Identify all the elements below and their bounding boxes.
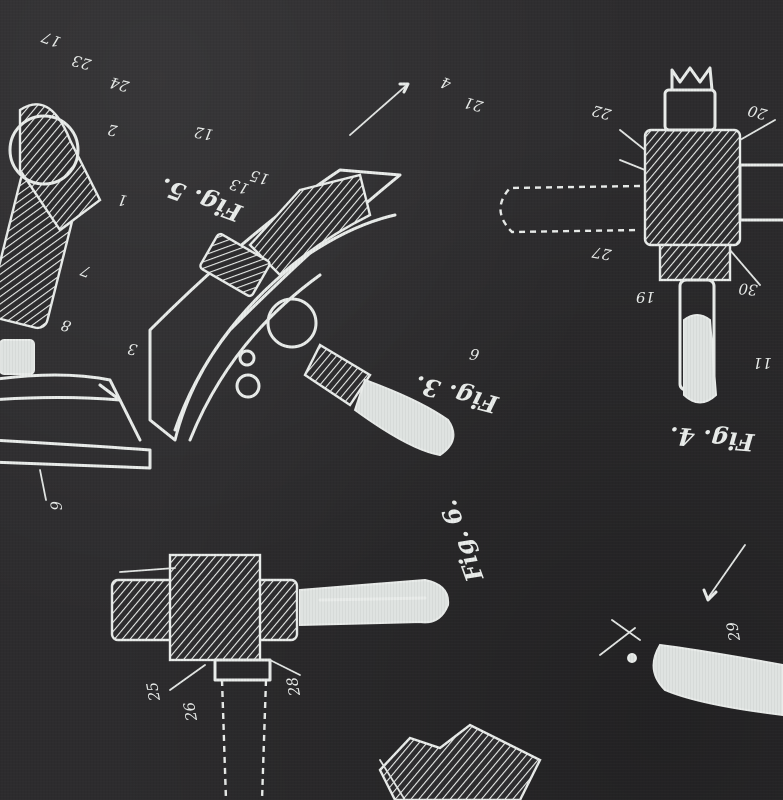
part-number: 24 xyxy=(108,73,132,96)
telescope-drawing-top-right xyxy=(499,66,783,404)
part-number: 30 xyxy=(737,279,758,299)
sextant-drawing-left xyxy=(0,103,152,501)
part-number: 1 xyxy=(116,190,129,209)
part-number: 27 xyxy=(590,243,613,264)
part-number: 11 xyxy=(753,354,772,372)
part-number: 26 xyxy=(180,700,201,723)
part-number: 2 xyxy=(106,120,120,140)
part-number: 23 xyxy=(70,51,94,74)
part-number: 12 xyxy=(193,123,215,144)
figure-label: Fig. 4. xyxy=(668,421,756,457)
part-number: 9 xyxy=(47,500,66,512)
part-number: 8 xyxy=(59,316,73,336)
part-number: 29 xyxy=(723,620,744,643)
part-number: 22 xyxy=(590,101,614,124)
sextant-arc-center xyxy=(148,82,455,457)
part-number: 4 xyxy=(438,73,454,94)
figure-label: Fig. 6. xyxy=(433,496,490,586)
part-number: 3 xyxy=(126,339,139,358)
part-number: 20 xyxy=(745,101,770,124)
part-number: 17 xyxy=(39,28,64,52)
part-number: 21 xyxy=(462,93,486,116)
part-number: 19 xyxy=(635,288,655,306)
part-number: 6 xyxy=(468,344,481,363)
part-number: 7 xyxy=(78,261,94,281)
part-number: 13 xyxy=(227,175,251,198)
part-number: 15 xyxy=(248,166,271,188)
fragment-drawing-bottom-center xyxy=(378,723,542,800)
telescope-drawing-bottom-left xyxy=(110,553,450,800)
part-number: 28 xyxy=(283,676,304,699)
part-number: 25 xyxy=(143,681,164,704)
handle-drawing-bottom-right xyxy=(599,544,783,717)
